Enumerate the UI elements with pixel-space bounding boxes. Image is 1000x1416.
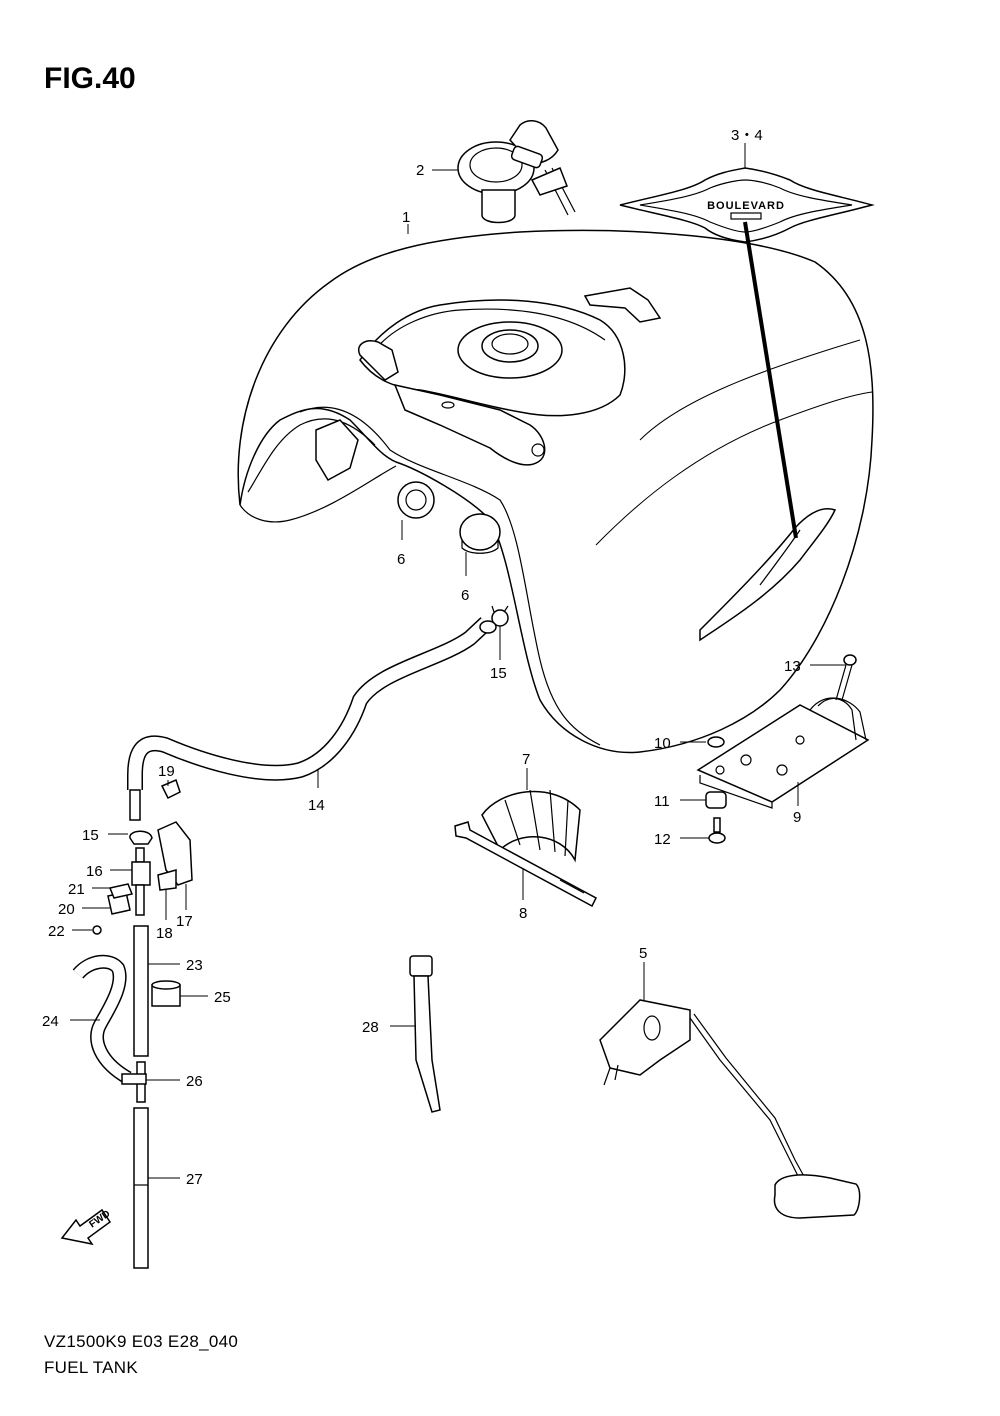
callout-3-4: 3・4: [731, 127, 763, 144]
callout-26: 26: [186, 1073, 203, 1090]
callout-10: 10: [654, 735, 671, 752]
callout-18: 18: [156, 925, 173, 942]
figure-title: FIG.40: [44, 62, 136, 95]
bolt-12: [708, 817, 726, 844]
fuel-tank: [237, 229, 874, 754]
callout-7: 7: [522, 751, 530, 768]
callout-1: 1: [402, 209, 410, 226]
fuel-cap: [457, 120, 576, 224]
callout-11: 11: [654, 793, 670, 810]
callout-5: 5: [639, 945, 647, 962]
breather-hose: [127, 617, 497, 821]
tank-rear-cushion-7: [481, 789, 581, 863]
washer-10: [707, 736, 725, 748]
callout-8: 8: [519, 905, 527, 922]
model-code: VZ1500K9 E03 E28_040: [44, 1332, 239, 1351]
callout-numbers: 1 2 3・4 5 6 6 7 8 9 10 11 12 13 14 15 15…: [42, 127, 801, 1188]
tie-28: [409, 955, 441, 1113]
hose-cap-25: [151, 980, 181, 1007]
callout-24: 24: [42, 1013, 59, 1030]
callout-25: 25: [214, 989, 231, 1006]
callout-15a: 15: [82, 827, 99, 844]
tank-bracket-9: [696, 697, 870, 809]
callout-15b: 15: [490, 665, 507, 682]
figure-name: FUEL TANK: [44, 1358, 139, 1377]
callout-16: 16: [86, 863, 103, 880]
callout-2: 2: [416, 162, 424, 179]
bolt-13: [835, 654, 857, 701]
hose-clamp-upper: [491, 605, 509, 627]
callout-9: 9: [793, 809, 801, 826]
callout-22: 22: [48, 923, 65, 940]
callout-14: 14: [308, 797, 325, 814]
boulevard-emblem: BOULEVARD: [619, 167, 875, 243]
tank-cushion-front: [397, 481, 435, 519]
fwd-arrow-icon: FWD: [60, 1208, 112, 1246]
callout-leaders: [70, 143, 846, 1179]
callout-17: 17: [176, 913, 193, 930]
tank-cushion-rear: [459, 513, 501, 554]
callout-28: 28: [362, 1019, 379, 1036]
callout-20: 20: [58, 901, 75, 918]
callout-19: 19: [158, 763, 175, 780]
callout-21: 21: [68, 881, 85, 898]
callout-13: 13: [784, 658, 801, 675]
callout-23: 23: [186, 957, 203, 974]
drain-hose-23: [133, 925, 149, 1057]
fuel-level-gauge-5: [599, 999, 861, 1219]
callout-12: 12: [654, 831, 671, 848]
callout-6a: 6: [397, 551, 405, 568]
callout-6b: 6: [461, 587, 469, 604]
three-way-joint-26: [121, 1061, 147, 1103]
valve-cluster: [92, 778, 193, 935]
drain-hose-24: [72, 954, 132, 1085]
tie-strap-8: [454, 821, 597, 908]
drain-hose-27: [133, 1107, 149, 1269]
callout-27: 27: [186, 1171, 203, 1188]
emblem-text: BOULEVARD: [707, 200, 785, 212]
cushion-11: [705, 791, 727, 809]
